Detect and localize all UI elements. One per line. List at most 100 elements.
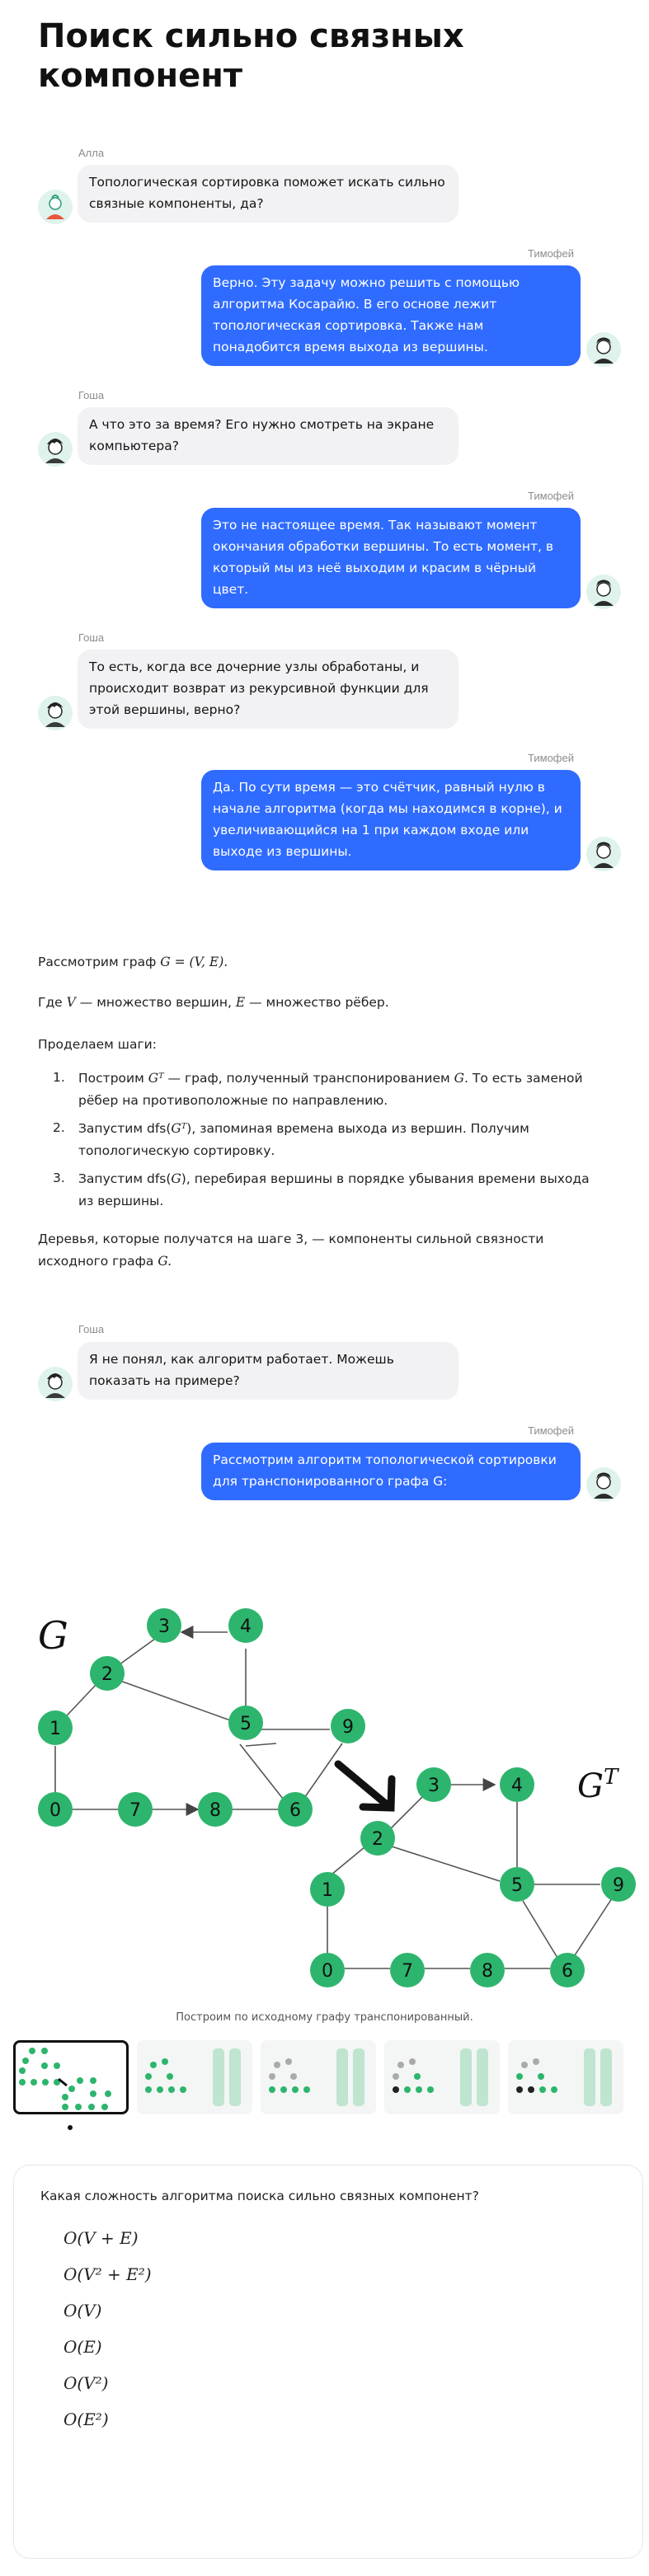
- message-bubble: Это не настоящее время. Так называют мом…: [201, 508, 581, 608]
- slide-thumbnail-3[interactable]: [261, 2040, 376, 2114]
- edge: [572, 1898, 613, 1959]
- node-label: 5: [511, 1875, 523, 1896]
- edge: [117, 1679, 233, 1722]
- slide-indicator-dot: [68, 2125, 73, 2130]
- step-text: Запустим dfs(G), перебирая вершины в пор…: [78, 1168, 590, 1213]
- thumbnail-image: [508, 2040, 623, 2114]
- graph-node: 1: [38, 1710, 73, 1745]
- paragraph-conclusion: Деревья, которые получатся на шаге 3, — …: [38, 1228, 543, 1273]
- graph-g-label: G: [38, 1613, 68, 1658]
- text-fragment: топологическую сортировку.: [78, 1143, 275, 1158]
- slide-caption: Построим по исходному графу транспониров…: [176, 2011, 473, 2024]
- paragraph-graph: Рассмотрим граф G = (V, E).: [38, 951, 228, 974]
- math-inline: E: [235, 995, 246, 1010]
- author-name: Гоша: [78, 1323, 105, 1335]
- node-label: 4: [240, 1616, 252, 1637]
- quiz-option[interactable]: O(E²): [63, 2409, 109, 2429]
- avatar-gosha: [38, 696, 73, 730]
- author-name: Тимофей: [528, 490, 574, 502]
- thumbnail-image: [384, 2040, 500, 2114]
- quiz-card: Какая сложность алгоритма поиска сильно …: [13, 2165, 643, 2559]
- step-text: Запустим dfs(Gᵀ), запоминая времена выхо…: [78, 1118, 529, 1162]
- text-fragment: Запустим dfs(: [78, 1121, 172, 1136]
- graph-svg: 3 4 2 1 5 9 0 7 8 6 G: [38, 1608, 636, 1987]
- author-name: Тимофей: [528, 1424, 574, 1437]
- text-fragment: — множество вершин,: [75, 995, 236, 1010]
- graph-node: 0: [38, 1792, 73, 1827]
- quiz-option[interactable]: O(V²): [63, 2373, 109, 2393]
- node-label: 7: [129, 1800, 141, 1821]
- math-inline: Gᵀ: [148, 1071, 164, 1086]
- slide-thumbnail-1[interactable]: [13, 2040, 129, 2114]
- transform-arrow-icon: [334, 1760, 396, 1812]
- text-fragment: — граф, полученный транспонированием: [163, 1071, 454, 1086]
- thumbnail-image: [261, 2040, 376, 2114]
- edge: [522, 1900, 558, 1959]
- text-fragment: ), запоминая времена выхода из вершин. П…: [186, 1121, 529, 1136]
- node-label: 2: [372, 1829, 383, 1850]
- avatar-alla: [38, 190, 73, 224]
- label-base: G: [577, 1767, 604, 1805]
- graph-gt-edges: [327, 1778, 613, 1969]
- avatar-timofey: [586, 1467, 621, 1502]
- quiz-option[interactable]: O(E): [63, 2337, 102, 2357]
- math-inline: V: [66, 995, 76, 1010]
- text-fragment: из вершины.: [78, 1194, 164, 1208]
- quiz-question: Какая сложность алгоритма поиска сильно …: [40, 2189, 479, 2203]
- graph-node: 7: [118, 1792, 153, 1827]
- step-number: 3.: [53, 1171, 65, 1185]
- graph-node: 7: [390, 1953, 425, 1987]
- text-fragment: Деревья, которые получатся на шаге 3, — …: [38, 1232, 544, 1246]
- graph-node: 9: [601, 1867, 636, 1902]
- text-fragment: рёбер на противоположные по направлению.: [78, 1093, 388, 1108]
- node-label: 5: [240, 1714, 252, 1734]
- node-label: 9: [342, 1717, 354, 1738]
- step-number: 2.: [53, 1120, 65, 1135]
- label-sup: T: [604, 1765, 619, 1790]
- thumbnail-image: [19, 2048, 111, 2110]
- math-inline: G: [171, 1171, 181, 1186]
- thumbnail-image: [137, 2040, 252, 2114]
- author-name: Алла: [78, 147, 105, 159]
- graph-gt-nodes: 3 4 2 1 5 9 0 7 8 6: [310, 1767, 636, 1987]
- graph-node: 2: [360, 1821, 395, 1856]
- graph-node: 5: [228, 1706, 263, 1740]
- edge: [331, 1842, 370, 1875]
- author-name: Тимофей: [528, 247, 574, 260]
- message-bubble: Да. По сути время — это счётчик, равный …: [201, 770, 581, 870]
- graph-node: 1: [310, 1872, 345, 1907]
- slide-thumbnail-2[interactable]: [137, 2040, 252, 2114]
- message-bubble: А что это за время? Его нужно смотреть н…: [78, 407, 459, 465]
- text-fragment: — множество рёбер.: [245, 995, 389, 1010]
- graph-node: 6: [550, 1953, 585, 1987]
- node-label: 1: [322, 1880, 333, 1901]
- text-fragment: ), перебирая вершины в порядке убывания …: [181, 1171, 590, 1186]
- text-fragment: Рассмотрим граф: [38, 955, 161, 969]
- graph-node: 4: [228, 1608, 263, 1643]
- graph-node: 8: [198, 1792, 233, 1827]
- slide-thumbnail-4[interactable]: [384, 2040, 500, 2114]
- avatar-timofey: [586, 332, 621, 367]
- node-label: 2: [101, 1664, 113, 1685]
- graph-node: 5: [500, 1867, 534, 1902]
- node-label: 6: [562, 1961, 573, 1982]
- avatar-gosha: [38, 1367, 73, 1401]
- graph-node: 6: [278, 1792, 313, 1827]
- node-label: 3: [428, 1776, 440, 1796]
- quiz-option[interactable]: O(V + E): [63, 2228, 139, 2248]
- message-bubble: Рассмотрим алгоритм топологической сорти…: [201, 1443, 581, 1500]
- math-inline: Gᵀ: [171, 1121, 187, 1136]
- node-label: 0: [49, 1800, 61, 1821]
- slide-thumbnail-5[interactable]: [508, 2040, 623, 2114]
- author-name: Гоша: [78, 631, 105, 644]
- quiz-option[interactable]: O(V² + E²): [63, 2264, 152, 2284]
- text-fragment: . То есть заменой: [464, 1071, 583, 1086]
- graph-node: 0: [310, 1953, 345, 1987]
- edge: [300, 1743, 343, 1804]
- math-inline: G.: [158, 1254, 172, 1269]
- author-name: Тимофей: [528, 752, 574, 764]
- node-label: 9: [613, 1875, 624, 1896]
- quiz-option[interactable]: O(V): [63, 2301, 102, 2320]
- edge: [391, 1846, 501, 1882]
